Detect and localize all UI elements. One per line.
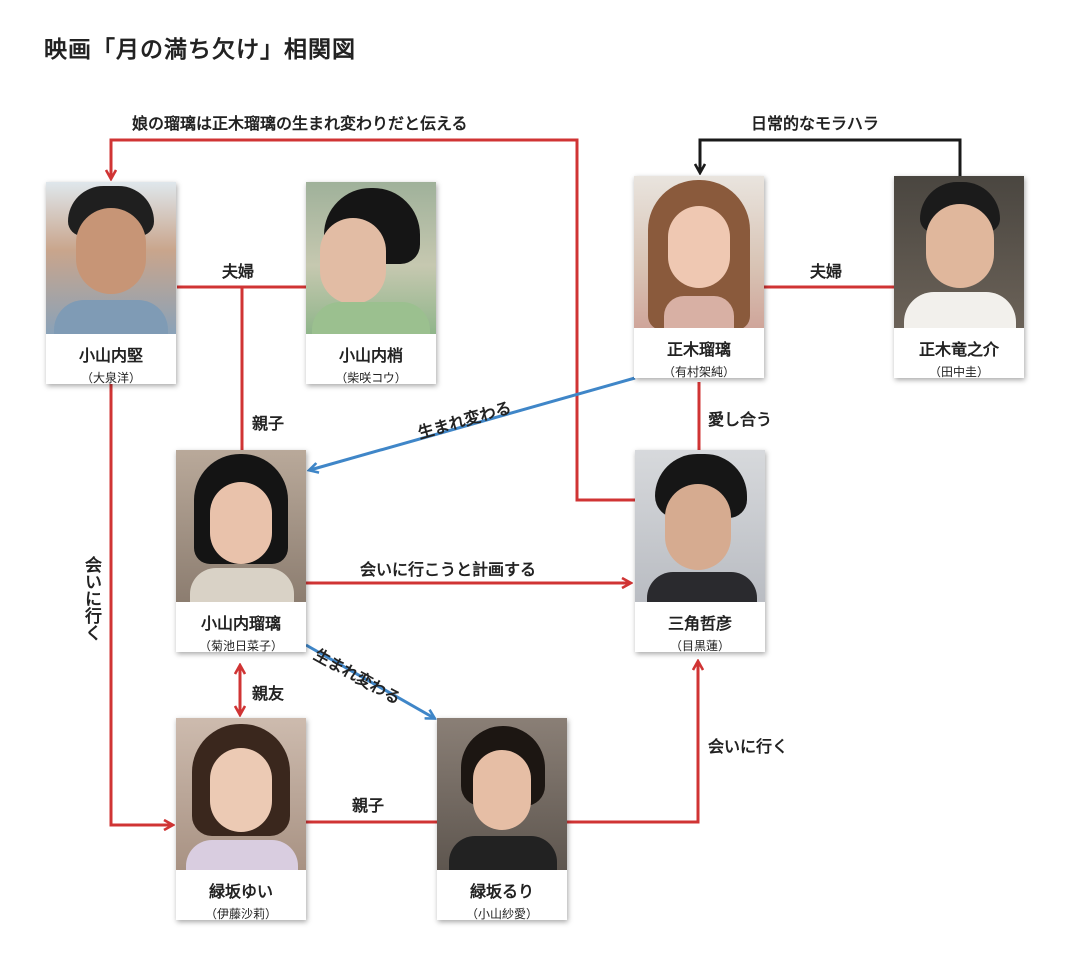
card-ryunosuke[interactable]: 正木竜之介 （田中圭） bbox=[894, 176, 1024, 379]
card-ruri-masaki[interactable]: 正木瑠璃 （有村架純） bbox=[634, 176, 764, 379]
actor-kozue: （柴咲コウ） bbox=[335, 371, 407, 385]
label-go-meet-left: 会いに行く bbox=[81, 556, 101, 641]
label-parent-child-bottom: 親子 bbox=[352, 796, 385, 815]
line-reborn-2 bbox=[305, 643, 434, 718]
actor-ryunosuke: （田中圭） bbox=[928, 365, 989, 379]
card-akihiko[interactable]: 三角哲彦 （目黒蓮） bbox=[635, 450, 765, 653]
photo-ruri-midorizaka bbox=[437, 718, 567, 870]
label-plan-meet: 会いに行こうと計画する bbox=[360, 560, 537, 579]
name-ruri-osanai: 小山内瑠璃 bbox=[200, 614, 281, 633]
line-harassment bbox=[700, 138, 962, 176]
line-tell-kenji bbox=[111, 138, 635, 502]
photo-ruri-masaki bbox=[634, 176, 764, 328]
actor-akihiko: （目黒蓮） bbox=[669, 639, 730, 653]
photo-kozue bbox=[306, 182, 436, 334]
label-go-meet-right: 会いに行く bbox=[708, 737, 789, 756]
actor-yui: （伊藤沙莉） bbox=[204, 907, 277, 921]
card-kozue[interactable]: 小山内梢 （柴咲コウ） bbox=[306, 182, 436, 385]
card-yui[interactable]: 緑坂ゆい （伊藤沙莉） bbox=[176, 718, 306, 921]
name-kenji: 小山内堅 bbox=[78, 346, 143, 365]
label-parent-child-top: 親子 bbox=[252, 414, 285, 433]
photo-akihiko bbox=[635, 450, 765, 602]
line-go-meet-right bbox=[567, 662, 698, 824]
label-best-friends: 親友 bbox=[252, 684, 285, 703]
actor-kenji: （大泉洋） bbox=[80, 371, 141, 385]
name-ruri-midorizaka: 緑坂るり bbox=[469, 882, 534, 901]
label-couple-left: 夫婦 bbox=[222, 262, 255, 281]
name-ruri-masaki: 正木瑠璃 bbox=[666, 340, 731, 359]
actor-ruri-midorizaka: （小山紗愛） bbox=[465, 907, 538, 921]
card-kenji[interactable]: 小山内堅 （大泉洋） bbox=[46, 182, 176, 385]
photo-ruri-osanai bbox=[176, 450, 306, 602]
photo-kenji bbox=[46, 182, 176, 334]
line-reborn-1 bbox=[310, 376, 636, 470]
photo-ryunosuke bbox=[894, 176, 1024, 328]
name-akihiko: 三角哲彦 bbox=[667, 614, 732, 633]
line-go-meet-left bbox=[109, 384, 172, 825]
name-ryunosuke: 正木竜之介 bbox=[918, 340, 999, 359]
label-love: 愛し合う bbox=[708, 410, 773, 429]
card-ruri-osanai[interactable]: 小山内瑠璃 （菊池日菜子） bbox=[176, 450, 306, 653]
label-harassment: 日常的なモラハラ bbox=[751, 114, 879, 133]
name-kozue: 小山内梢 bbox=[338, 346, 403, 365]
name-yui: 緑坂ゆい bbox=[208, 882, 273, 901]
actor-ruri-osanai: （菊池日菜子） bbox=[198, 639, 283, 653]
label-tell-kenji: 娘の瑠璃は正木瑠璃の生まれ変わりだと伝える bbox=[132, 114, 468, 133]
label-couple-right: 夫婦 bbox=[810, 262, 843, 281]
page-title: 映画「月の満ち欠け」相関図 bbox=[44, 37, 356, 63]
photo-yui bbox=[176, 718, 306, 870]
actor-ruri-masaki: （有村架純） bbox=[662, 365, 735, 379]
card-ruri-midorizaka[interactable]: 緑坂るり （小山紗愛） bbox=[437, 718, 567, 921]
